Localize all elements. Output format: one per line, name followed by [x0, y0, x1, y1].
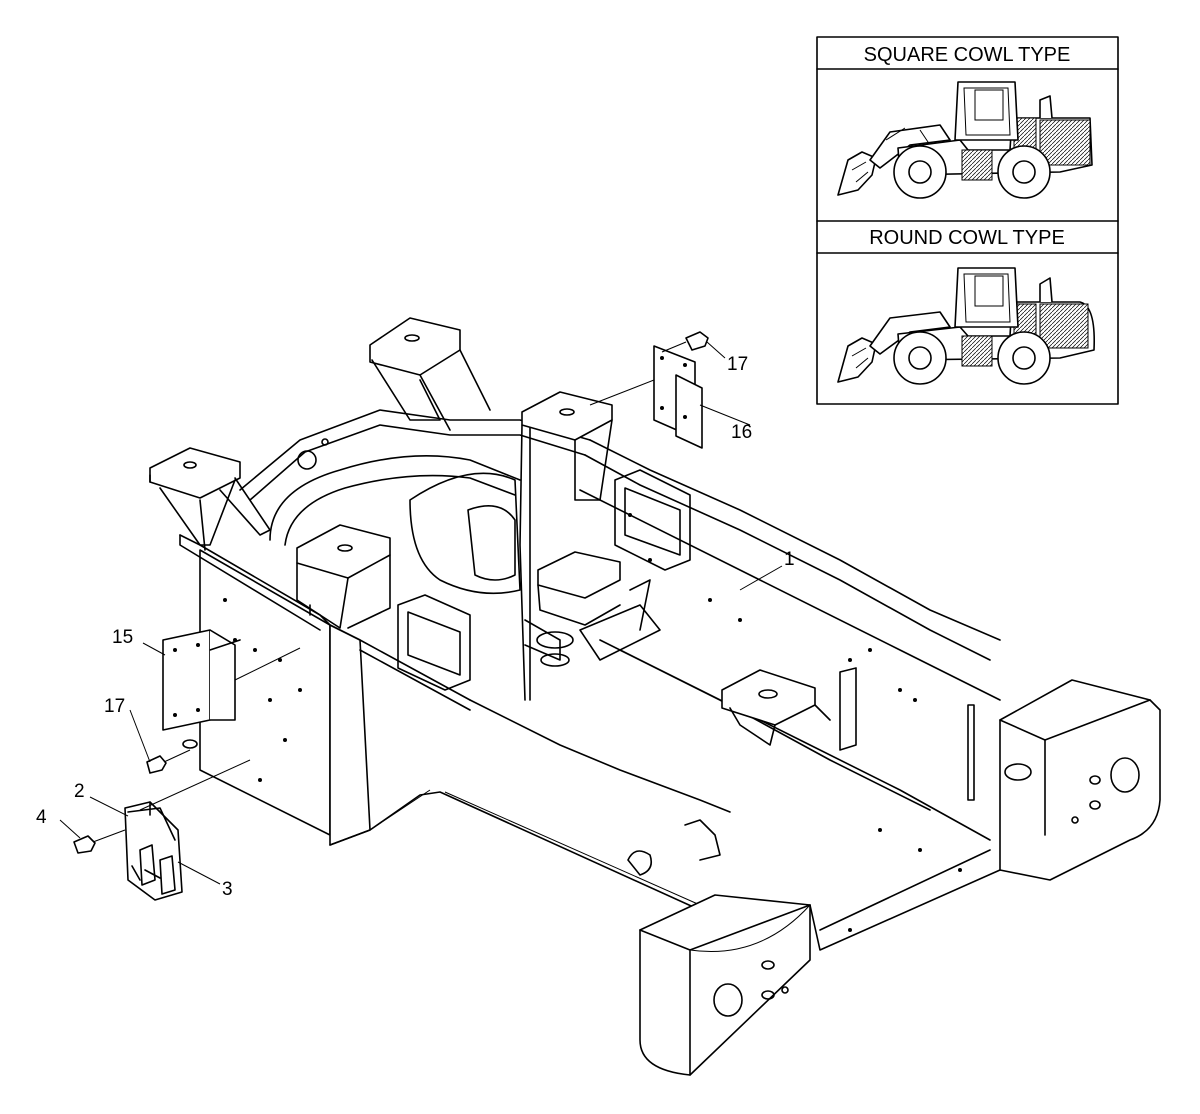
wheel-loader-round-cowl-icon — [837, 267, 1096, 385]
mount-pad-rear-left — [149, 447, 241, 499]
callout-part-3: 3 — [222, 879, 233, 900]
part-2-3-clamp-bracket — [124, 759, 251, 901]
callout-part-17-lower: 17 — [104, 696, 125, 717]
bracket-loop-lower — [397, 594, 471, 691]
rear-end-block — [999, 679, 1161, 881]
mount-pad-inner — [537, 551, 621, 599]
rear-frame-assembly — [149, 317, 1161, 1076]
part-16-angle-plate — [589, 345, 703, 449]
legend-title-round: ROUND COWL TYPE — [869, 227, 1065, 249]
callout-part-1: 1 — [784, 549, 795, 570]
callout-part-2: 2 — [74, 781, 85, 802]
callout-part-4: 4 — [36, 807, 47, 828]
mount-pad-center — [521, 391, 613, 441]
frame-bolt-holes — [223, 513, 962, 932]
cowl-type-legend: SQUARE COWL TYPE ROUND COWL TYPE — [816, 36, 1119, 405]
callout-leaders — [59, 341, 783, 885]
legend-title-square: SQUARE COWL TYPE — [864, 44, 1071, 66]
part-15-angle-plate — [162, 629, 301, 731]
bracket-loop-upper — [614, 469, 691, 571]
wheel-loader-square-cowl-icon — [837, 81, 1093, 199]
part-4-bolt — [73, 829, 126, 854]
callout-part-17-upper: 17 — [727, 354, 748, 375]
part-17-bolt-upper — [661, 331, 709, 353]
part-17-bolt-lower — [146, 739, 198, 774]
mount-pad-rear-center — [369, 317, 461, 376]
callout-part-15: 15 — [112, 627, 133, 648]
callout-part-16: 16 — [731, 422, 752, 443]
